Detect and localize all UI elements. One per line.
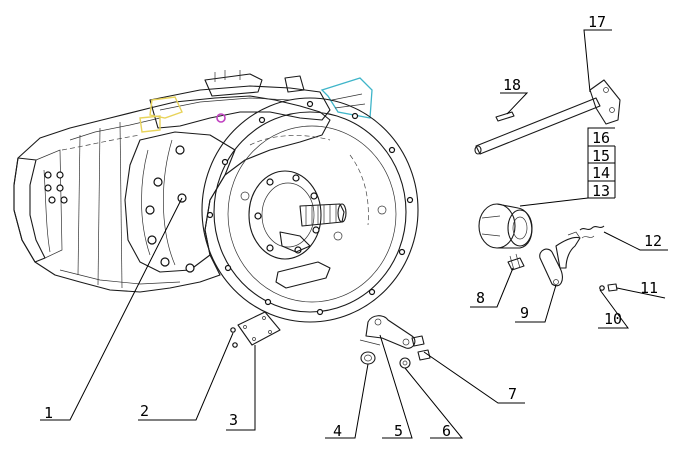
callout-4: 4 xyxy=(333,422,342,440)
fitting-part-10-11 xyxy=(599,283,618,292)
intermediate-housing-bolts xyxy=(145,145,195,273)
bushing-part-4 xyxy=(360,351,376,365)
magenta-fitting xyxy=(216,113,226,123)
cross-shaft-part-17 xyxy=(474,79,621,155)
cyan-bracket xyxy=(320,77,373,119)
key-part-18 xyxy=(495,111,515,122)
callout-16: 16 xyxy=(592,129,610,147)
release-lever-part-5 xyxy=(359,315,416,349)
callout-6: 6 xyxy=(442,422,451,440)
callout-2: 2 xyxy=(140,402,149,420)
bolts-part-2 xyxy=(230,327,238,348)
callout-12: 12 xyxy=(644,232,662,250)
callout-5: 5 xyxy=(394,422,403,440)
callout-13: 13 xyxy=(592,182,610,200)
rear-cap-bolts xyxy=(44,171,68,204)
release-bearing xyxy=(478,203,533,249)
bolts-part-7 xyxy=(411,335,431,361)
release-fork-part-9 xyxy=(539,231,581,287)
callout-3: 3 xyxy=(229,411,238,429)
nut-part-6 xyxy=(399,357,411,369)
clutch-housing xyxy=(201,97,419,323)
callout-17: 17 xyxy=(588,13,606,31)
clip-part-8 xyxy=(507,253,525,271)
yellow-sensor-outline xyxy=(149,96,183,119)
callout-8: 8 xyxy=(476,289,485,307)
retainer-bolts xyxy=(254,174,320,254)
spring-part-12 xyxy=(579,225,605,239)
callout-1: 1 xyxy=(44,404,53,422)
callout-leaders xyxy=(40,29,668,439)
callout-7: 7 xyxy=(508,385,517,403)
shift-cover-assembly xyxy=(139,70,373,133)
callout-14: 14 xyxy=(592,164,610,182)
inspection-window xyxy=(275,261,331,289)
callout-10: 10 xyxy=(604,310,622,328)
callout-15: 15 xyxy=(592,147,610,165)
callout-labels: 1 2 3 4 5 6 7 8 9 10 11 12 13 14 15 16 1… xyxy=(44,13,662,440)
transmission-housing xyxy=(13,95,331,293)
flange-bolts xyxy=(206,100,414,316)
callout-11: 11 xyxy=(640,279,658,297)
callout-18: 18 xyxy=(503,76,521,94)
cover-plate-part-3 xyxy=(237,311,281,346)
callout-9: 9 xyxy=(520,304,529,322)
